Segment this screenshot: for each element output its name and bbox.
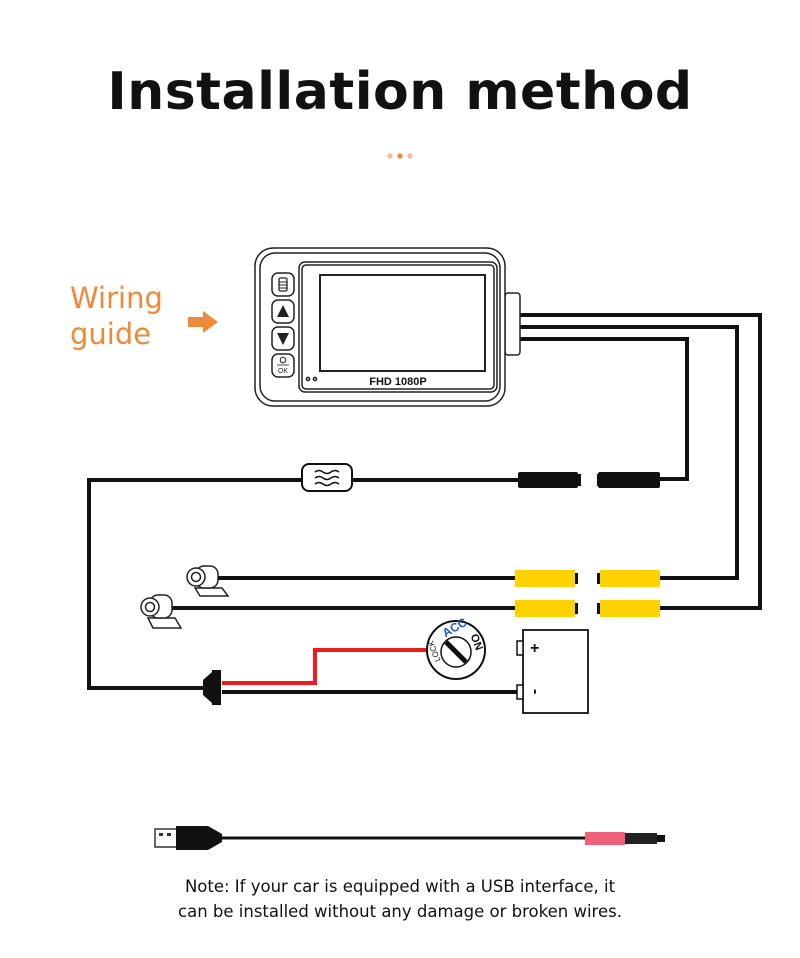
usb-cable	[154, 826, 665, 850]
battery-plus: +	[530, 640, 539, 657]
title-dots	[387, 153, 413, 159]
device-label: FHD 1080P	[369, 376, 426, 388]
fuse	[301, 463, 353, 492]
ignition-switch: ACC ON LOCK	[426, 615, 486, 680]
camera-connectors	[515, 570, 660, 617]
down-arrow-icon	[277, 333, 289, 345]
arrow-right-icon	[188, 311, 218, 333]
note-line2: can be installed without any damage or b…	[178, 902, 622, 921]
wiring-guide-line2: guide	[70, 317, 152, 351]
page-title: Installation method	[107, 62, 693, 122]
camera-icon	[186, 565, 230, 597]
wires	[87, 313, 762, 694]
ok-label: OK	[278, 368, 288, 375]
on-label: ON	[468, 632, 485, 652]
wiring-guide-label: Wiring guide	[70, 280, 163, 352]
battery-minus: -	[527, 689, 544, 694]
battery: + -	[516, 629, 589, 714]
camera-icon	[140, 594, 183, 629]
up-arrow-icon	[277, 305, 289, 317]
power-plug	[203, 670, 221, 705]
wiring-guide-line1: Wiring	[70, 281, 163, 315]
menu-icon	[278, 277, 288, 292]
power-icon	[277, 356, 289, 366]
power-connector	[518, 472, 660, 488]
dash-cam-device	[254, 247, 521, 407]
usb-note: Note: If your car is equipped with a USB…	[0, 874, 800, 924]
red-acc-wire	[222, 648, 428, 685]
note-line1: Note: If your car is equipped with a USB…	[184, 877, 616, 896]
